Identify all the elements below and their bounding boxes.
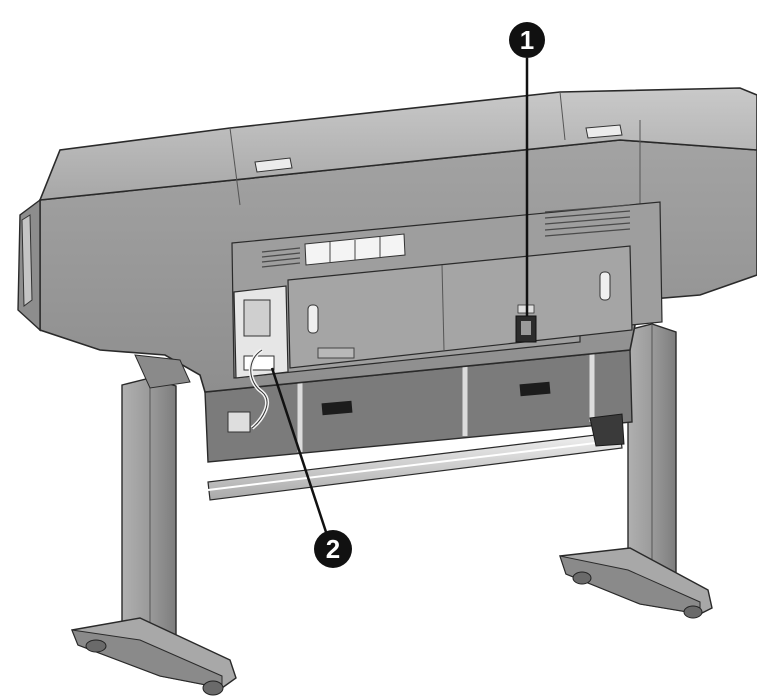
callout-1-badge <box>509 22 545 58</box>
rear-panel <box>231 201 663 379</box>
callout-1-number: 1 <box>520 25 534 55</box>
callout-2-badge <box>314 530 352 568</box>
paper-roll <box>207 413 625 501</box>
left-foot <box>71 617 237 696</box>
callout-1: 1 <box>509 22 545 316</box>
right-foot <box>559 547 713 619</box>
callout-2: 2 <box>270 367 352 568</box>
lower-tray <box>204 349 633 463</box>
callout-2-leader <box>270 367 328 533</box>
left-leg <box>121 377 177 649</box>
callout-2-number: 2 <box>326 534 340 564</box>
